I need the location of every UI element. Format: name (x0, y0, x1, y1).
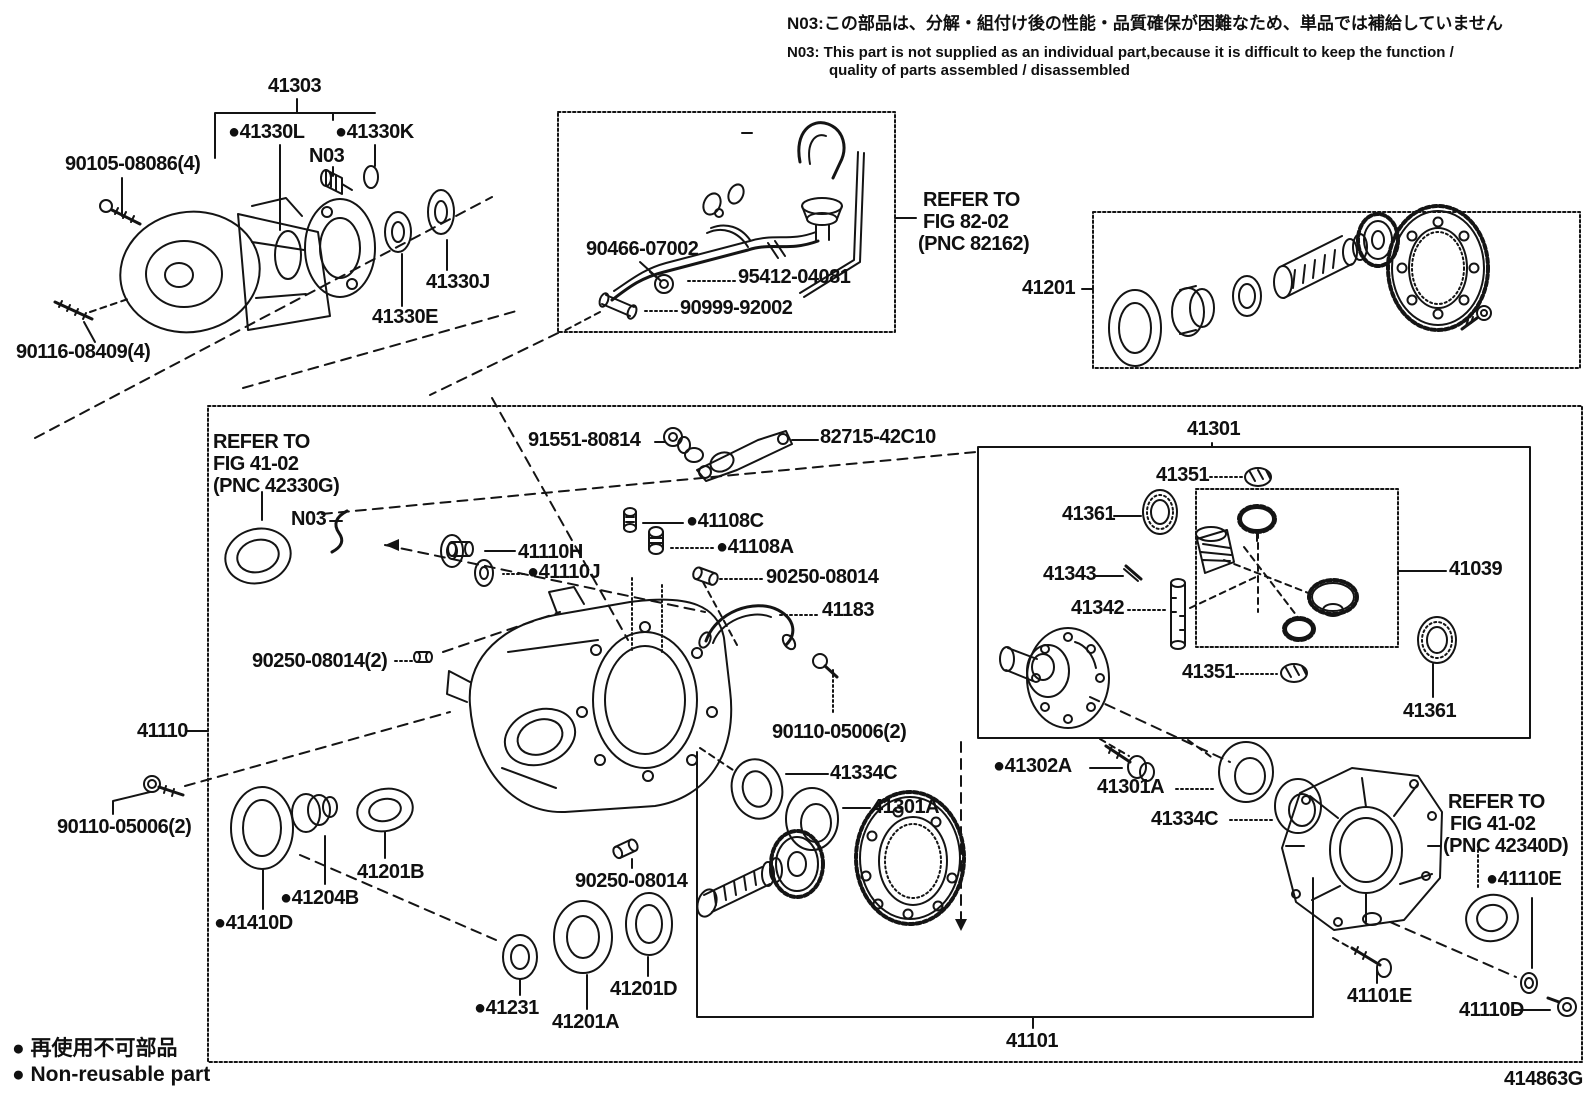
part-label-41201B: 41201B (357, 861, 425, 883)
part-label-41110J: ●41110J (527, 561, 601, 583)
part-label-41039: 41039 (1449, 558, 1503, 580)
construction-lines (34, 196, 1517, 978)
part-label-41330E: 41330E (372, 306, 438, 328)
note-tag-n03-top: N03 (309, 145, 345, 167)
part-label-41201: 41201 (1022, 277, 1076, 299)
refer-note-fig82-line3: (PNC 82162) (918, 233, 1030, 255)
refer-note-fig41-left-line3: (PNC 42330G) (213, 475, 340, 497)
refer-note-fig41-right-line2: FIG 41-02 (1450, 813, 1536, 835)
part-label-90110-05006-left: 90110-05006(2) (57, 816, 192, 838)
part-label-41110: 41110 (137, 720, 188, 742)
part-label-90110-05006-center: 90110-05006(2) (772, 721, 907, 743)
refer-note-fig82-line2: FIG 82-02 (923, 211, 1009, 233)
legend-non-reusable-ja: ● 再使用不可部品 (12, 1037, 178, 1060)
right-side-parts-drawing (1104, 741, 1577, 1017)
part-label-41302A: ●41302A (993, 755, 1072, 777)
part-label-90999-92002: 90999-92002 (680, 297, 793, 319)
refer-note-fig41-right-line1: REFER TO (1448, 791, 1545, 813)
drawing-code: 414863G (1504, 1068, 1583, 1090)
part-label-41101E: 41101E (1347, 985, 1412, 1007)
refer-note-fig41-right-line3: (PNC 42340D) (1443, 835, 1569, 857)
part-label-41110E: ●41110E (1486, 868, 1562, 890)
part-label-82715-42C10: 82715-42C10 (820, 426, 936, 448)
part-label-95412-04081: 95412-04081 (738, 266, 851, 288)
final-gear-kit-drawing (1108, 204, 1492, 367)
part-label-41301A-center: 41301A (872, 796, 940, 818)
part-label-41201D: 41201D (610, 978, 678, 1000)
part-label-41101: 41101 (1006, 1030, 1059, 1052)
part-label-41110H: 41110H (518, 541, 583, 563)
refer-note-fig82-line1: REFER TO (923, 189, 1020, 211)
part-label-41183: 41183 (822, 599, 875, 621)
differential-case-kit-drawing (999, 467, 1457, 729)
part-label-41108A: ●41108A (716, 536, 794, 558)
part-label-41351-b: 41351 (1182, 661, 1236, 683)
part-label-41361-b: 41361 (1403, 700, 1457, 722)
part-label-41330K: ●41330K (335, 121, 414, 143)
part-label-41231: ●41231 (474, 997, 539, 1019)
part-label-41330L: ●41330L (228, 121, 305, 143)
part-label-41351-a: 41351 (1156, 464, 1210, 486)
part-label-41361-a: 41361 (1062, 503, 1116, 525)
part-label-41108C: ●41108C (686, 510, 764, 532)
header-note-en-line1: N03: This part is not supplied as an ind… (787, 44, 1454, 61)
part-label-41410D: ●41410D (214, 912, 293, 934)
part-label-41301: 41301 (1187, 418, 1241, 440)
frame-boxes (207, 111, 1583, 1063)
part-label-41330J: 41330J (426, 271, 490, 293)
header-note-ja: N03:この部品は、分解・組付け後の性能・品質確保が困難なため、単品では補給して… (787, 14, 1503, 33)
carrier-housing-drawing (446, 586, 733, 814)
part-label-41110D: 41110D (1459, 999, 1524, 1021)
part-label-41201A: 41201A (552, 1011, 620, 1033)
part-label-90250-08014-b: 90250-08014 (575, 870, 688, 892)
part-label-90250-08014-a: 90250-08014 (766, 566, 879, 588)
part-label-41342: 41342 (1071, 597, 1125, 619)
part-label-41303: 41303 (268, 75, 322, 97)
center-small-parts-drawing (143, 427, 839, 860)
part-label-41334C-center: 41334C (830, 762, 898, 784)
refer-note-fig41-left-line2: FIG 41-02 (213, 453, 299, 475)
legend-non-reusable-en: ● Non-reusable part (12, 1063, 211, 1086)
part-label-91551-80814: 91551-80814 (528, 429, 641, 451)
breather-pipe-drawing (598, 121, 865, 320)
refer-note-fig41-left-line1: REFER TO (213, 431, 310, 453)
note-tag-n03-mid: N03 (291, 508, 327, 530)
part-label-90466-07002: 90466-07002 (586, 238, 699, 260)
carrier-sub-assembly-drawing (53, 165, 455, 334)
part-label-90105-08086: 90105-08086(4) (65, 153, 201, 175)
bottom-left-parts-drawing (230, 758, 966, 980)
part-label-41301A-right: 41301A (1097, 776, 1165, 798)
part-label-41343: 41343 (1043, 563, 1097, 585)
part-label-90116-08409: 90116-08409(4) (16, 341, 151, 363)
part-label-41204B: ●41204B (280, 887, 359, 909)
part-label-41334C-right: 41334C (1151, 808, 1219, 830)
part-label-90250-08014-x2: 90250-08014(2) (252, 650, 388, 672)
header-note-en-line2: quality of parts assembled / disassemble… (829, 62, 1130, 79)
